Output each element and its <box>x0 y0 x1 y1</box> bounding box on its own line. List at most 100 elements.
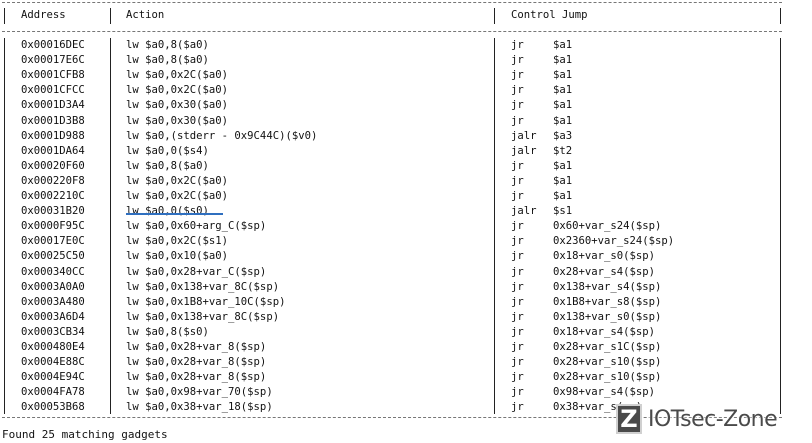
action-cell: lw $a0,0x98+var_70($sp) <box>126 386 273 399</box>
jump-target-cell: 0x28+var_s10($sp) <box>553 356 662 369</box>
action-cell: lw $a0,0x10($a0) <box>126 250 229 263</box>
action-cell: lw $a0,0x38+var_18($sp) <box>126 401 273 414</box>
address-cell: 0x00017E6C <box>21 54 85 67</box>
jump-op-cell: jr <box>511 159 524 172</box>
address-cell: 0x0001D3B8 <box>21 114 85 127</box>
jump-target-cell: 0x138+var_s0($sp) <box>553 310 662 323</box>
address-cell: 0x0001CFB8 <box>21 69 85 82</box>
jump-op-cell: jr <box>511 310 524 323</box>
address-cell: 0x0001DA64 <box>21 144 85 157</box>
jump-target-cell: $s1 <box>553 205 573 218</box>
address-cell: 0x0001CFCC <box>21 84 85 97</box>
top-dashed-border <box>2 2 782 3</box>
body-left-border <box>4 38 5 414</box>
column-header-control-jump: Control Jump <box>511 9 588 21</box>
jump-op-cell: jr <box>511 386 524 399</box>
jump-target-cell: 0x138+var_s4($sp) <box>553 280 662 293</box>
jump-target-cell: $a1 <box>553 54 573 67</box>
jump-target-cell: $t2 <box>553 144 573 157</box>
jump-target-cell: 0x60+var_s24($sp) <box>553 220 662 233</box>
jump-target-cell: $a1 <box>553 69 573 82</box>
address-cell: 0x0001D988 <box>21 129 85 142</box>
column-header-action: Action <box>126 9 165 21</box>
jump-op-cell: jr <box>511 371 524 384</box>
jump-op-cell: jr <box>511 174 524 187</box>
action-cell: lw $a0,0x2C($a0) <box>126 84 229 97</box>
action-cell: lw $a0,0x30($a0) <box>126 114 229 127</box>
header-separator-2 <box>494 8 495 24</box>
jump-target-cell: $a1 <box>553 190 573 202</box>
jump-op-cell: jr <box>511 114 524 127</box>
action-cell: lw $a0,0x30($a0) <box>126 99 229 112</box>
action-cell: lw $a0,0($s4) <box>126 144 209 157</box>
watermark: Z IOTsec-Zone <box>616 401 810 437</box>
jump-op-cell: jr <box>511 325 524 338</box>
action-cell: lw $a0,0($s0) <box>126 205 209 218</box>
jump-target-cell: 0x28+var_s1C($sp) <box>553 341 662 353</box>
body-right-border <box>780 38 781 414</box>
jump-target-cell: $a1 <box>553 84 573 97</box>
action-cell: lw $a0,0x28+var_8($sp) <box>126 371 267 384</box>
jump-target-cell: 0x18+var_s0($sp) <box>553 250 656 263</box>
body-separator-2 <box>494 38 495 414</box>
table-row: 0x0001D988 lw $a0,(stderr - 0x9C44C)($v0)… <box>0 129 812 144</box>
jump-op-cell: jr <box>511 280 524 293</box>
jump-op-cell: jr <box>511 265 524 278</box>
jump-target-cell: $a1 <box>553 174 573 187</box>
address-cell: 0x0003CB34 <box>21 325 85 338</box>
address-cell: 0x00020F60 <box>21 159 85 172</box>
jump-target-cell: $a1 <box>553 159 573 172</box>
header-dashed-separator <box>2 31 782 32</box>
table-row: 0x00031B20 lw $a0,0($s0) jalr $s1 <box>0 204 812 219</box>
action-cell: lw $a0,0x2C($a0) <box>126 174 229 187</box>
action-cell: lw $a0,0x2C($s1) <box>126 235 229 248</box>
jump-target-cell: $a3 <box>553 129 573 142</box>
jump-op-cell: jr <box>511 295 524 308</box>
table-row: 0x0003A480 lw $a0,0x1B8+var_10C($sp) jr 0x1… <box>0 295 812 310</box>
address-cell: 0x0002210C <box>21 190 85 202</box>
action-cell: lw $a0,0x138+var_8C($sp) <box>126 280 280 293</box>
address-cell: 0x00016DEC <box>21 39 85 51</box>
action-cell: lw $a0,8($a0) <box>126 39 209 51</box>
address-cell: 0x00053B68 <box>21 401 85 414</box>
body-separator-1 <box>110 38 111 414</box>
jump-target-cell: 0x28+var_s10($sp) <box>553 371 662 384</box>
result-count-text: Found 25 matching gadgets <box>2 428 168 441</box>
address-cell: 0x00031B20 <box>21 205 85 218</box>
jump-op-cell: jalr <box>511 205 537 218</box>
header-separator-1 <box>110 8 111 24</box>
action-cell: lw $a0,8($s0) <box>126 325 209 338</box>
address-cell: 0x000340CC <box>21 265 85 278</box>
action-cell: lw $a0,0x2C($a0) <box>126 190 229 202</box>
jump-op-cell: jr <box>511 190 524 202</box>
jump-target-cell: 0x18+var_s4($sp) <box>553 325 656 338</box>
jump-op-cell: jr <box>511 220 524 233</box>
jump-op-cell: jr <box>511 401 524 414</box>
jump-op-cell: jr <box>511 84 524 97</box>
action-cell: lw $a0,0x1B8+var_10C($sp) <box>126 295 286 308</box>
address-cell: 0x0004FA78 <box>21 386 85 399</box>
action-cell: lw $a0,0x138+var_8C($sp) <box>126 310 280 323</box>
action-cell: lw $a0,(stderr - 0x9C44C)($v0) <box>126 129 318 142</box>
jump-target-cell: 0x1B8+var_s8($sp) <box>553 295 662 308</box>
jump-op-cell: jr <box>511 356 524 369</box>
jump-target-cell: 0x2360+var_s24($sp) <box>553 235 675 248</box>
action-cell: lw $a0,8($a0) <box>126 54 209 67</box>
address-cell: 0x0003A480 <box>21 295 85 308</box>
watermark-logo-icon: Z <box>616 404 642 434</box>
address-cell: 0x0004E94C <box>21 371 85 384</box>
table-row: 0x0002210C lw $a0,0x2C($a0) jr $a1 <box>0 189 812 204</box>
jump-op-cell: jr <box>511 250 524 263</box>
